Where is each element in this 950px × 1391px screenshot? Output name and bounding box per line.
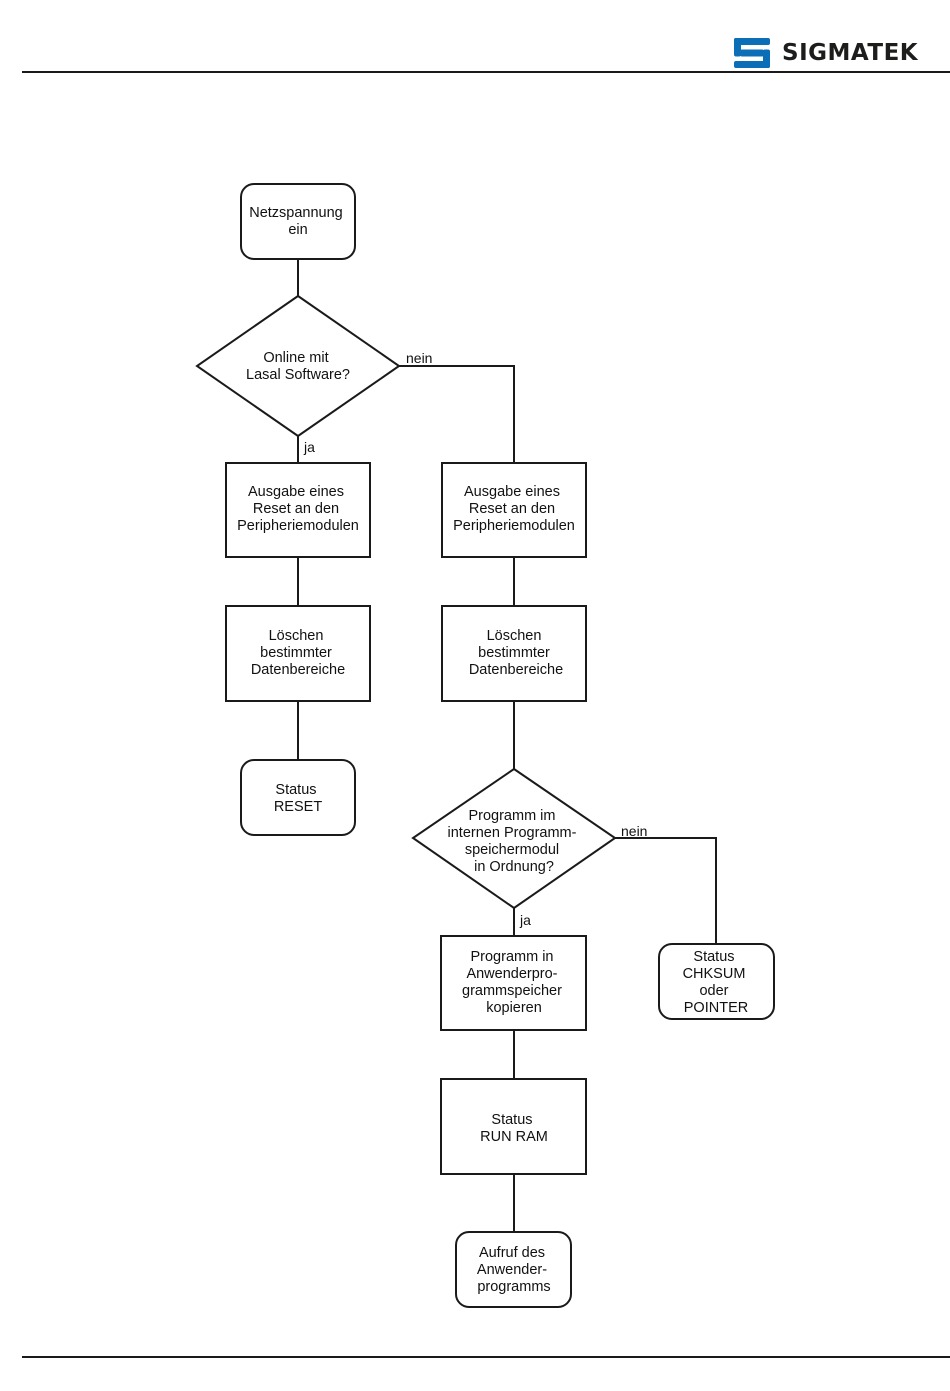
program-question-line: internen Programm- xyxy=(448,825,577,841)
copy-program-line: Anwenderpro- xyxy=(466,966,557,982)
status-reset-line: Status xyxy=(275,782,316,798)
clear-left-line: Löschen xyxy=(269,628,324,644)
status-chksum-line: Status xyxy=(693,949,734,965)
clear-right-line: Datenbereiche xyxy=(469,662,563,678)
program-question-line: speichermodul xyxy=(465,842,559,858)
online-question-label: Online mit Lasal Software? xyxy=(246,350,350,383)
clear-left-line: bestimmter xyxy=(260,645,332,661)
status-reset-label: Status RESET xyxy=(274,782,322,815)
clear-right-label: Löschen bestimmter Datenbereiche xyxy=(469,628,563,678)
status-run-line: Status xyxy=(491,1112,532,1128)
node-start: Netzspannung ein xyxy=(240,183,356,260)
clear-left-label: Löschen bestimmter Datenbereiche xyxy=(251,628,345,678)
clear-left-line: Datenbereiche xyxy=(251,662,345,678)
reset-right-label: Ausgabe eines Reset an den Peripheriemod… xyxy=(453,484,575,534)
call-program-line: Aufruf des xyxy=(479,1245,545,1261)
status-chksum-line: CHKSUM xyxy=(683,966,746,982)
status-run-line: RUN RAM xyxy=(480,1129,548,1145)
reset-left-line: Reset an den xyxy=(253,501,339,517)
reset-right-line: Reset an den xyxy=(469,501,555,517)
status-run-label: Status RUN RAM xyxy=(480,1112,548,1145)
program-question-label: Programm im internen Programm- speicherm… xyxy=(448,808,581,875)
program-no-label: nein xyxy=(621,823,647,839)
copy-program-line: kopieren xyxy=(486,1000,542,1016)
copy-program-line: grammspeicher xyxy=(462,983,562,999)
company-logo: SIGMATEK xyxy=(734,37,918,69)
footer-divider xyxy=(22,1356,950,1358)
node-program-question: Programm im internen Programm- speicherm… xyxy=(411,767,617,910)
program-question-line: in Ordnung? xyxy=(474,859,554,875)
node-status-chksum: Status CHKSUM oder POINTER xyxy=(658,943,775,1020)
reset-left-line: Ausgabe eines xyxy=(248,484,344,500)
node-reset-left: Ausgabe eines Reset an den Peripheriemod… xyxy=(225,462,371,558)
reset-left-line: Peripheriemodulen xyxy=(237,518,359,534)
call-program-line: Anwender- xyxy=(477,1262,547,1278)
status-reset-line: RESET xyxy=(274,799,322,815)
online-question-line: Online mit xyxy=(263,350,328,366)
node-clear-left: Löschen bestimmter Datenbereiche xyxy=(225,605,371,702)
start-label: Netzspannung ein xyxy=(249,205,347,238)
status-chksum-line: POINTER xyxy=(684,1000,748,1016)
edge-online-no xyxy=(399,365,515,463)
node-copy-program: Programm in Anwenderpro- grammspeicher k… xyxy=(440,935,587,1031)
sigmatek-logo-icon xyxy=(734,38,770,68)
clear-right-line: bestimmter xyxy=(478,645,550,661)
program-yes-label: ja xyxy=(519,912,531,928)
edge-program-no xyxy=(615,837,717,944)
program-question-line: Programm im xyxy=(468,808,555,824)
brand-name: SIGMATEK xyxy=(782,40,919,66)
online-question-line: Lasal Software? xyxy=(246,367,350,383)
start-line: Netzspannung xyxy=(249,205,343,221)
connectors xyxy=(297,259,717,1232)
clear-right-line: Löschen xyxy=(487,628,542,644)
start-line: ein xyxy=(288,222,307,238)
node-online-question: Online mit Lasal Software? xyxy=(195,294,401,438)
reset-right-line: Ausgabe eines xyxy=(464,484,560,500)
status-chksum-label: Status CHKSUM oder POINTER xyxy=(683,949,750,1016)
node-clear-right: Löschen bestimmter Datenbereiche xyxy=(441,605,587,702)
copy-program-line: Programm in xyxy=(470,949,553,965)
reset-right-line: Peripheriemodulen xyxy=(453,518,575,534)
copy-program-label: Programm in Anwenderpro- grammspeicher k… xyxy=(462,949,566,1016)
call-program-line: programms xyxy=(477,1279,550,1295)
node-call-program: Aufruf des Anwender- programms xyxy=(455,1231,572,1308)
node-reset-right: Ausgabe eines Reset an den Peripheriemod… xyxy=(441,462,587,558)
reset-left-label: Ausgabe eines Reset an den Peripheriemod… xyxy=(237,484,359,534)
status-chksum-line: oder xyxy=(699,983,728,999)
online-no-label: nein xyxy=(406,350,432,366)
header-divider xyxy=(22,71,950,73)
call-program-label: Aufruf des Anwender- programms xyxy=(477,1245,551,1295)
node-status-reset: Status RESET xyxy=(240,759,356,836)
node-status-run-ram: Status RUN RAM xyxy=(440,1078,587,1175)
online-yes-label: ja xyxy=(303,439,315,455)
